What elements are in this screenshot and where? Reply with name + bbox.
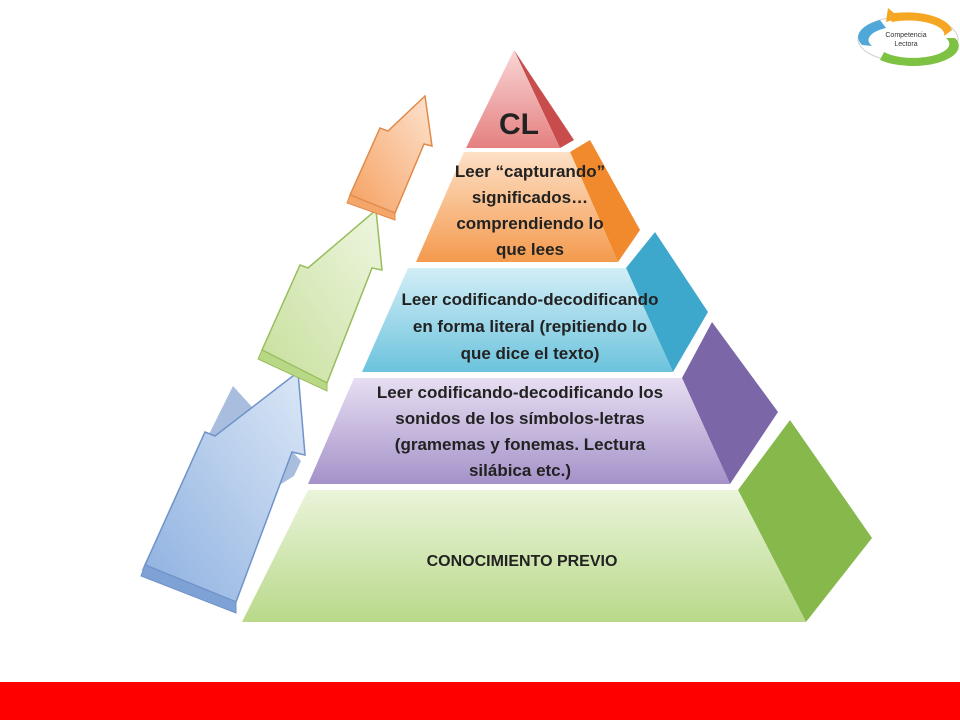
level-3-line-1: Leer codificando-decodificando [402, 290, 659, 309]
footer-bar [0, 682, 960, 720]
logo-line-1: Competencia [885, 32, 926, 39]
level-4-line-1: Leer “capturando” [455, 162, 605, 181]
base-label: CONOCIMIENTO PREVIO [427, 553, 618, 570]
pyramid-level-2: Leer codificando-decodificando los sonid… [308, 322, 778, 484]
pyramid-level-3: Leer codificando-decodificando en forma … [362, 232, 708, 372]
pyramid-level-4: Leer “capturando” significados… comprend… [416, 140, 640, 262]
level-4-line-4: que lees [496, 240, 564, 259]
pyramid-level-base: CONOCIMIENTO PREVIO [242, 420, 872, 622]
level-3-line-3: que dice el texto) [461, 344, 600, 363]
cycle-blue-icon [858, 20, 886, 46]
level-2-line-1: Leer codificando-decodificando los [377, 383, 663, 402]
arrow-green [257, 208, 383, 392]
level-4-line-3: comprendiendo lo [456, 214, 603, 233]
competencia-lectora-logo: Competencia Lectora [857, 8, 959, 66]
arrow-orange [346, 94, 433, 221]
pyramid-top: CL [466, 50, 574, 148]
level-2-line-3: (gramemas y fonemas. Lectura [395, 435, 646, 454]
level-2-line-4: silábica etc.) [469, 461, 571, 480]
cycle-green-icon [880, 38, 959, 66]
arrow-blue [140, 370, 306, 614]
level-3-line-2: en forma literal (repitiendo lo [413, 317, 647, 336]
level-2-line-2: sonidos de los símbolos-letras [395, 409, 644, 428]
logo-line-2: Lectora [894, 41, 917, 48]
top-label: CL [499, 108, 539, 141]
level-4-line-2: significados… [472, 188, 588, 207]
cycle-orange-icon [888, 12, 952, 36]
